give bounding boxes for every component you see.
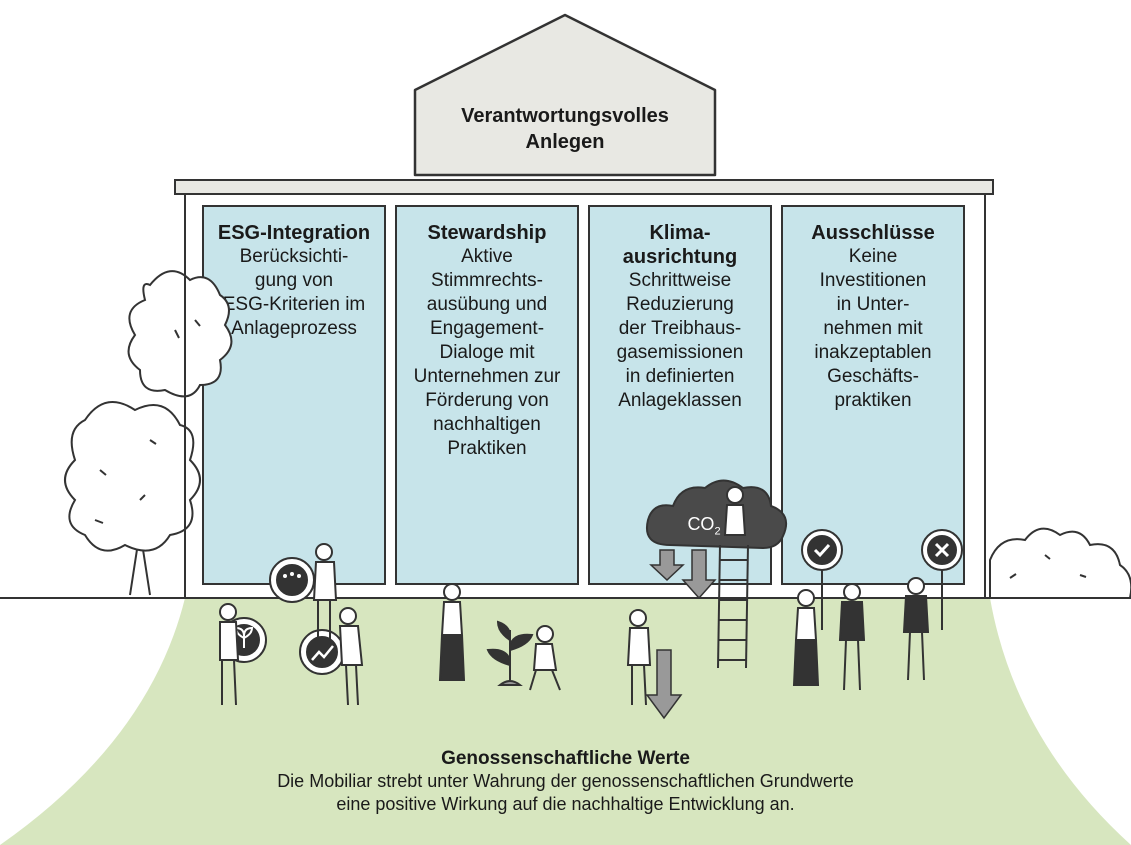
cross-sign: [921, 529, 963, 630]
pillar-text: Aktive Stimmrechts- ausübung und Engagem…: [413, 246, 561, 459]
co2-subscript: 2: [714, 525, 721, 538]
pillar-title: ESG-Integration: [217, 222, 371, 244]
pillar-text: Berücksichti- gung von ESG-Kriterien im …: [222, 246, 366, 339]
co2-label: CO2: [664, 514, 744, 538]
ground-field: [0, 598, 1131, 845]
roof-gable: [413, 13, 717, 177]
co2-text: CO: [687, 514, 715, 534]
ladder: [717, 544, 749, 669]
people-icon: [269, 557, 315, 603]
roof-beam: [174, 179, 994, 195]
tree-left-large: [64, 401, 201, 596]
plant: [486, 620, 534, 686]
person-on-ladder: [723, 486, 747, 536]
pillar-text: Keine Investitionen in Unter- nehmen mit…: [814, 246, 932, 411]
pillar-stewardship: Stewardship Aktive Stimmrechts- ausübung…: [395, 205, 579, 585]
pillar-esg-integration: ESG-Integration Berücksichti- gung von E…: [202, 205, 386, 585]
pillar-text: Schrittweise Reduzierung der Treibhaus- …: [616, 270, 744, 411]
check-sign: [801, 529, 843, 630]
building-wall: [184, 194, 986, 598]
roof-title: Verantwortungsvolles Anlegen: [461, 105, 669, 153]
arrow-down-icon: [649, 549, 685, 582]
arrow-down-icon: [681, 549, 717, 600]
pillar-ausschluesse: Ausschlüsse Keine Investitionen in Unter…: [781, 205, 965, 585]
bush-right: [989, 527, 1131, 599]
pillar-title: Stewardship: [427, 222, 547, 244]
person-figure: [219, 543, 930, 706]
arrow-down-icon: [645, 649, 683, 720]
co2-cloud: [646, 479, 787, 550]
tree-left-small: [127, 270, 233, 398]
pillar-title: Ausschlüsse: [811, 222, 935, 244]
foundation-title: Genossenschaftliche Werte: [441, 748, 690, 769]
pillar-title: Klima- ausrichtung: [622, 222, 738, 268]
foundation-text: Die Mobiliar strebt unter Wahrung der ge…: [277, 771, 854, 814]
growth-chart-icon: [299, 629, 345, 675]
